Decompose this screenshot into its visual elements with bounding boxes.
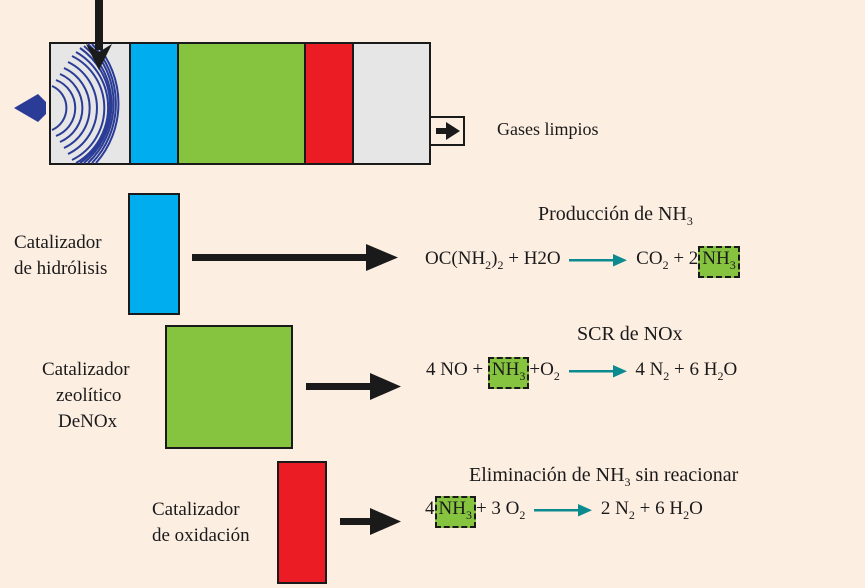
reactor-outlet-section xyxy=(352,42,431,165)
oxidation-label-line1: Catalizador xyxy=(152,499,240,520)
outlet-arrow-icon xyxy=(429,116,465,146)
hydrolysis-label-line1: Catalizador xyxy=(14,232,102,253)
oxidation-arrow xyxy=(340,508,401,535)
nh3-highlight: NH3 xyxy=(698,246,740,278)
reactor-zeolite-section xyxy=(177,42,306,165)
reaction-arrow-icon xyxy=(568,364,627,378)
nh3-highlight: NH3 xyxy=(487,357,530,389)
hydrolysis-catalyst-block xyxy=(128,193,180,315)
gas-inlet-arrow xyxy=(86,0,112,70)
hydrolysis-label-line2: de hidrólisis xyxy=(14,258,108,279)
reactor-oxidation-section xyxy=(304,42,354,165)
scr-reaction-title: SCR de NOx xyxy=(577,323,683,345)
hydrolysis-arrow xyxy=(192,244,398,271)
oxidation-label-line2: de oxidación xyxy=(152,525,250,546)
zeolite-label-line3: DeNOx xyxy=(58,411,118,432)
reaction-arrow-icon xyxy=(569,253,628,267)
zeolite-arrow xyxy=(306,373,401,400)
nh3-highlight: NH3 xyxy=(434,496,476,528)
zeolite-label-line1: Catalizador xyxy=(42,359,130,380)
outlet-label: Gases limpios xyxy=(497,119,599,139)
hydrolysis-reaction-title: Producción de NH3 xyxy=(538,203,693,228)
oxidation-reaction-title: Eliminación de NH3 sin reacionar xyxy=(469,464,739,489)
zeolite-label-line2: zeolítico xyxy=(56,385,122,406)
reactor xyxy=(49,42,431,165)
reactor-hydrolysis-section xyxy=(129,42,179,165)
scr-equation: 4 NO + NH3+O2 4 N2 + 6 H2O xyxy=(426,357,737,389)
zeolite-catalyst-block xyxy=(165,325,293,449)
oxidation-catalyst-block xyxy=(277,461,327,584)
urea-injector-icon xyxy=(14,43,120,164)
reaction-arrow-icon xyxy=(534,503,593,517)
